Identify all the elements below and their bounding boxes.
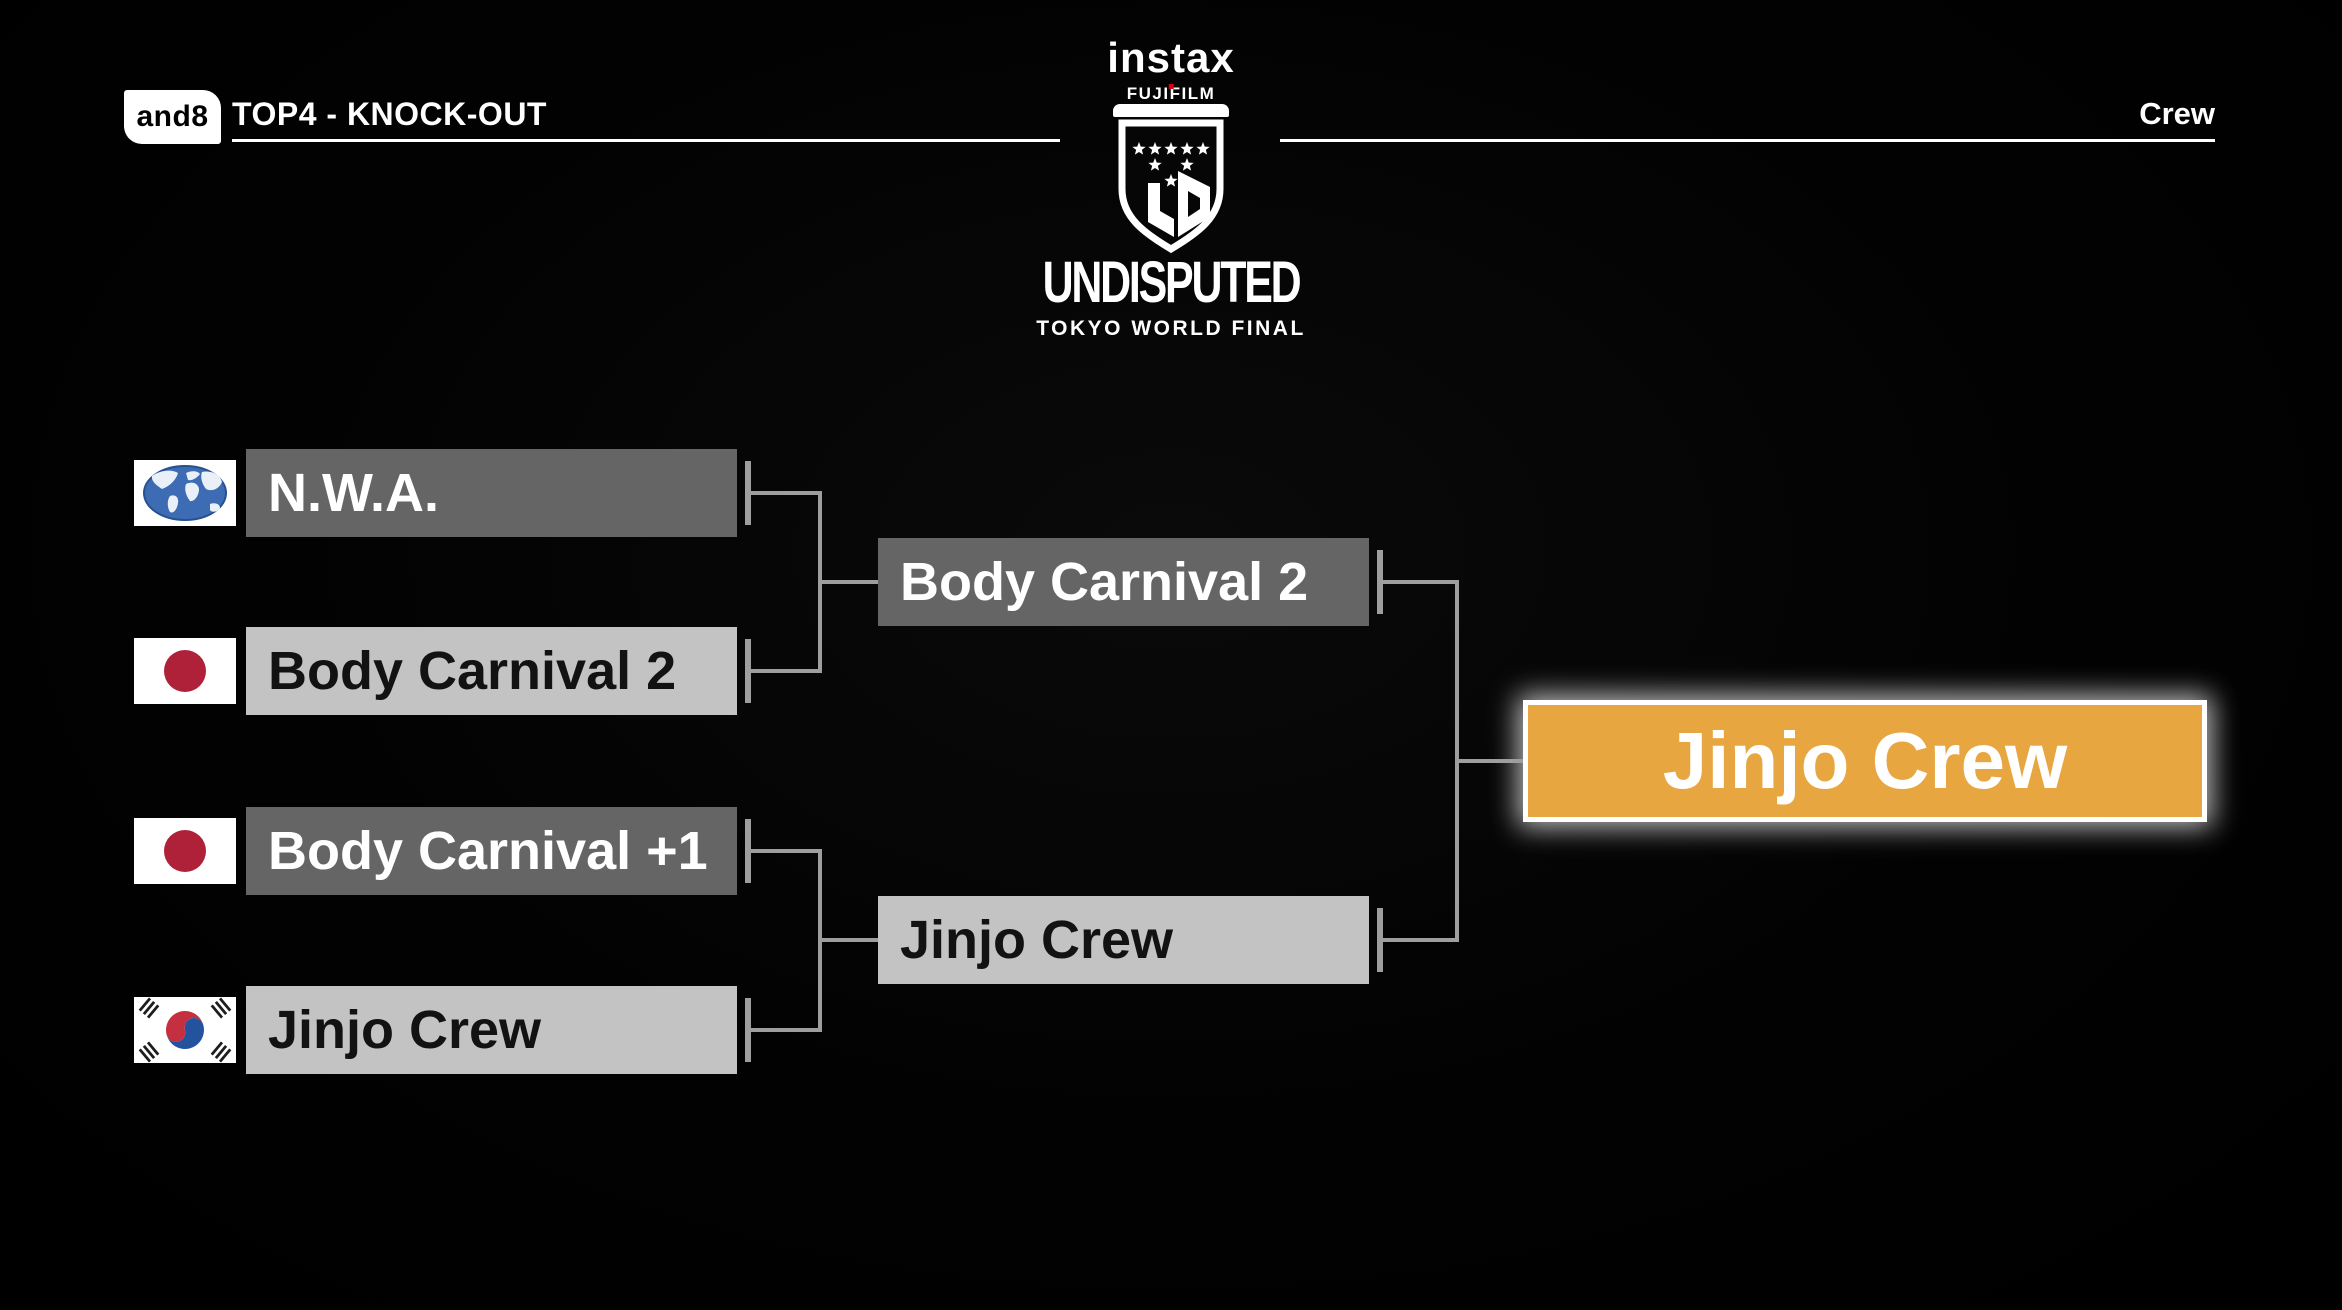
page-title: TOP4 - KNOCK-OUT bbox=[232, 96, 547, 132]
bracket-connector bbox=[1455, 759, 1523, 763]
team-name: Body Carnival 2 bbox=[268, 641, 677, 701]
semifinal-winner-bar: Jinjo Crew bbox=[878, 896, 1369, 984]
instax-wordmark: instax bbox=[1107, 34, 1235, 81]
semifinal-winner-bar: Body Carnival 2 bbox=[878, 538, 1369, 626]
team-name: Body Carnival +1 bbox=[268, 821, 708, 881]
fujifilm-wordmark: FUJIFILM bbox=[1126, 84, 1216, 103]
champion-box: Jinjo Crew bbox=[1523, 700, 2207, 822]
team-bar: Jinjo Crew bbox=[246, 986, 737, 1074]
team-bar: Body Carnival +1 bbox=[246, 807, 737, 895]
bracket-connector bbox=[750, 1028, 820, 1032]
bracket-connector bbox=[818, 580, 878, 584]
category-label: Crew bbox=[2139, 96, 2215, 131]
team-bar: Body Carnival 2 bbox=[246, 627, 737, 715]
monogram-d bbox=[1178, 171, 1210, 237]
bracket-seed-row: Body Carnival +1 bbox=[134, 807, 737, 895]
fujifilm-red-accent bbox=[1168, 84, 1174, 89]
bracket-seed-row: Body Carnival 2 bbox=[134, 627, 737, 715]
and8-logo-text: and8 bbox=[136, 100, 209, 133]
team-name: N.W.A. bbox=[268, 463, 439, 523]
japan-flag-icon bbox=[134, 638, 236, 704]
team-name: Jinjo Crew bbox=[268, 1000, 542, 1060]
bracket-tick bbox=[745, 639, 751, 703]
bracket-tick bbox=[745, 461, 751, 525]
bracket-tick bbox=[745, 998, 751, 1062]
header-rule-left bbox=[232, 139, 1060, 142]
bracket-tick bbox=[745, 819, 751, 883]
bracket-connector bbox=[750, 491, 820, 495]
bracket-connector bbox=[750, 669, 820, 673]
team-bar: N.W.A. bbox=[246, 449, 737, 537]
undisputed-shield-logo bbox=[1118, 119, 1224, 254]
emblem-top-band bbox=[1113, 104, 1229, 117]
bracket-connector bbox=[1382, 938, 1459, 942]
bracket-seed-row: N.W.A. bbox=[134, 449, 737, 537]
japan-flag-icon bbox=[134, 818, 236, 884]
and8-logo-badge: and8 bbox=[124, 90, 221, 144]
header-rule-right bbox=[1280, 139, 2215, 142]
monogram-u bbox=[1148, 183, 1174, 237]
bracket-connector bbox=[750, 849, 820, 853]
bracket-tick bbox=[1377, 550, 1383, 614]
champion-name: Jinjo Crew bbox=[1662, 716, 2068, 805]
world-flag-icon bbox=[134, 460, 236, 526]
bracket-tick bbox=[1377, 908, 1383, 972]
south-korea-flag-icon bbox=[134, 997, 236, 1063]
bracket-connector bbox=[818, 938, 878, 942]
bracket-seed-row: Jinjo Crew bbox=[134, 986, 737, 1074]
fujifilm-wordmark-wrap: FUJIFILM bbox=[1127, 84, 1216, 106]
team-name: Body Carnival 2 bbox=[900, 552, 1309, 612]
event-subtitle: TOKYO WORLD FINAL bbox=[1036, 317, 1306, 340]
event-title: UNDISPUTED bbox=[1042, 250, 1302, 315]
bracket-connector bbox=[1382, 580, 1459, 584]
team-name: Jinjo Crew bbox=[900, 910, 1174, 970]
